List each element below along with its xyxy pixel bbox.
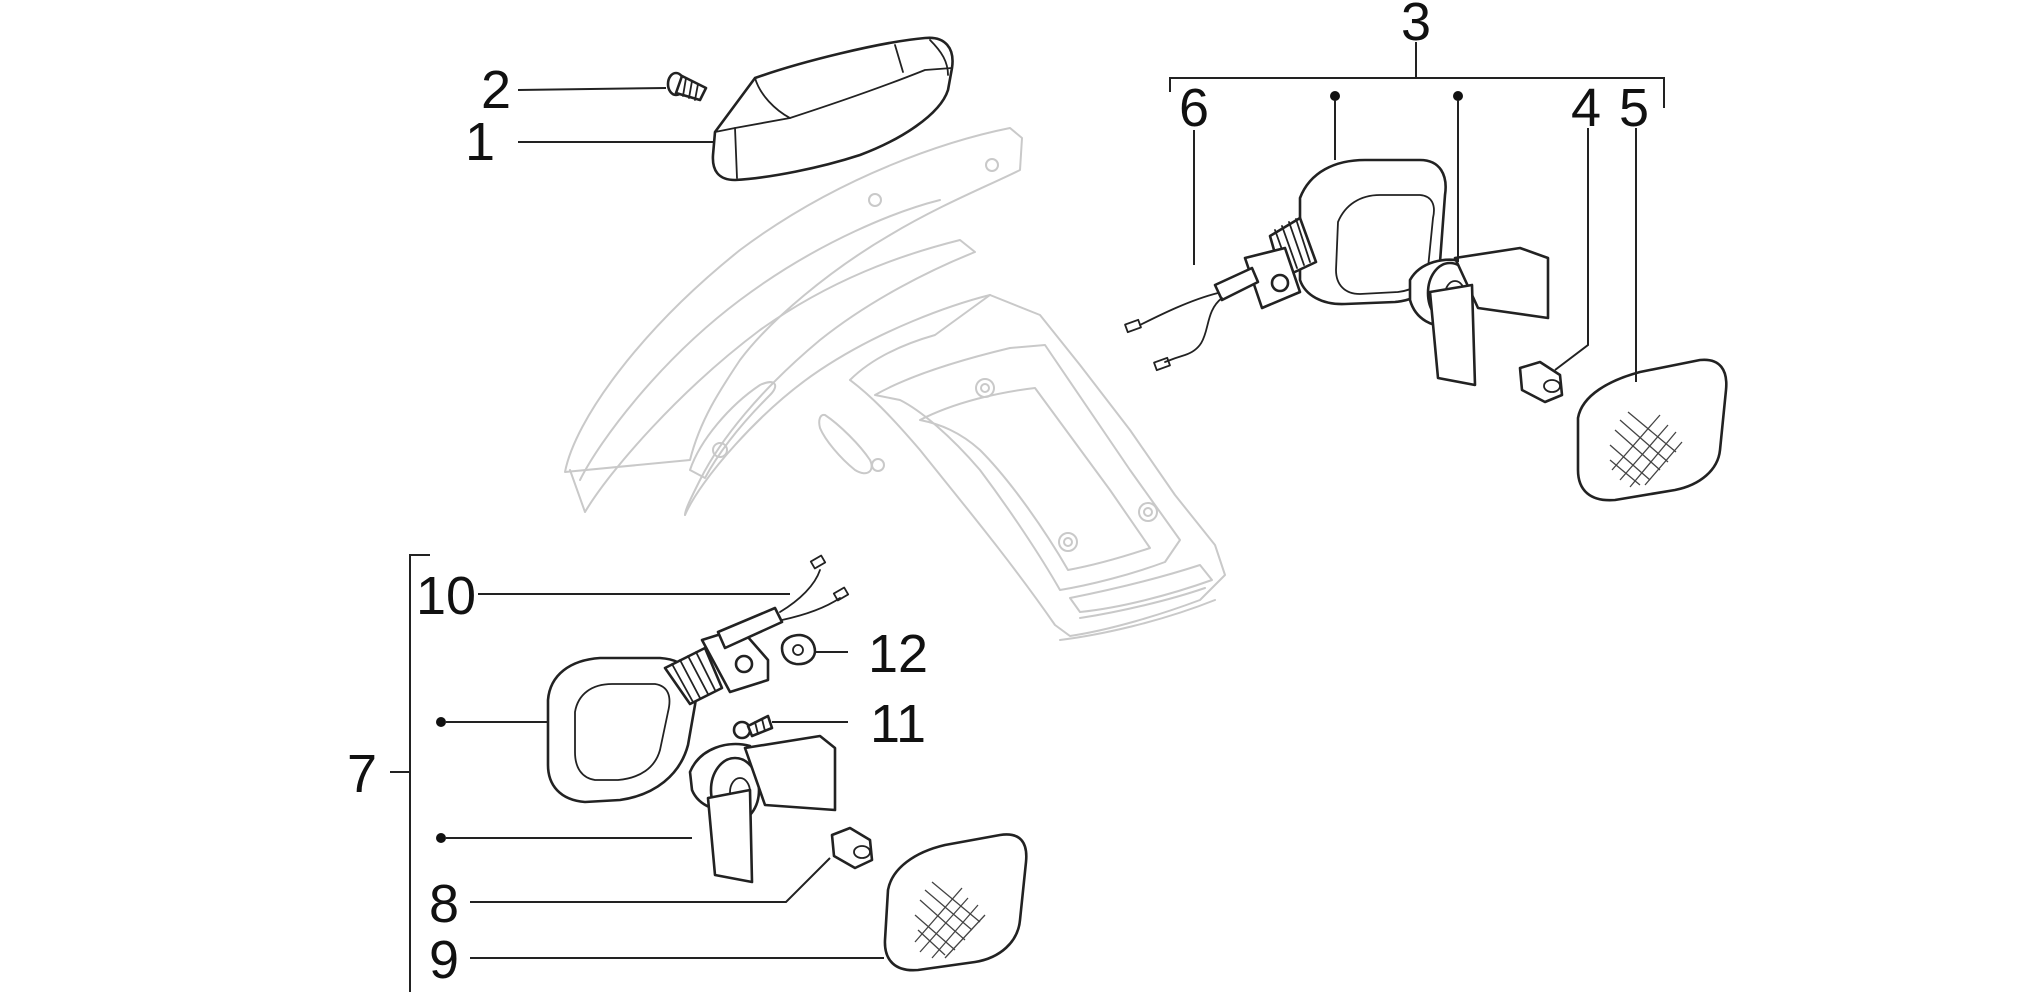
callout-5: 5	[1619, 78, 1649, 138]
callout-9: 9	[429, 930, 459, 990]
rear-mudguard-ghost	[564, 127, 1226, 641]
left-indicator-assembly	[390, 554, 1028, 992]
leader-2	[517, 87, 667, 91]
callout-10: 10	[416, 566, 476, 626]
callout-4: 4	[1571, 78, 1601, 138]
callout-8: 8	[429, 874, 459, 934]
callout-1: 1	[465, 112, 495, 172]
callout-12: 12	[868, 624, 928, 684]
callout-3: 3	[1401, 0, 1431, 52]
callout-11: 11	[870, 694, 926, 754]
right-indicator-assembly	[1124, 42, 1728, 502]
callout-2: 2	[481, 60, 511, 120]
tail-light	[711, 36, 954, 182]
callout-6: 6	[1179, 78, 1209, 138]
tail-light-screw	[666, 71, 708, 102]
callout-7: 7	[347, 744, 377, 804]
